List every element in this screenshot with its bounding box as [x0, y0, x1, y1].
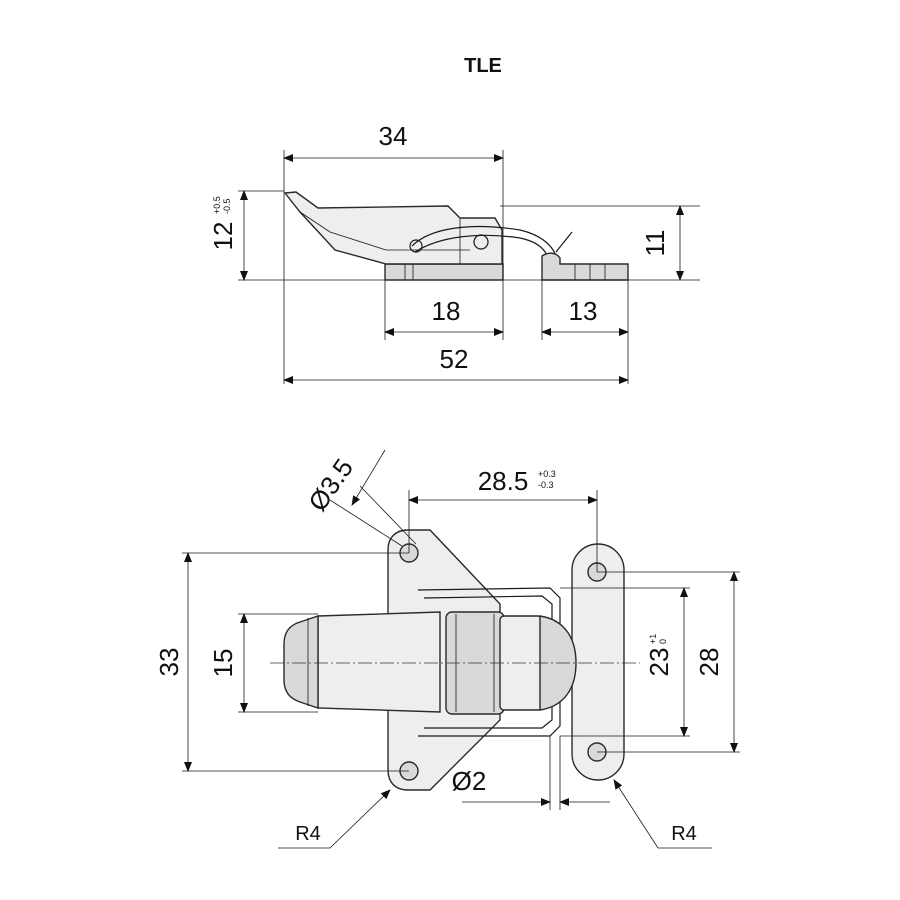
dim-top-wire-diameter: Ø2 [452, 766, 487, 796]
dim-top-plate-height: 28 [694, 648, 724, 677]
dim-top-hole-spacing-tol-upper: +0.3 [538, 469, 556, 479]
dim-top-hole-spacing-tol-lower: -0.3 [538, 480, 554, 490]
side-catch-plate [541, 252, 629, 281]
dim-top-radius-right: R4 [671, 823, 697, 845]
top-base-plate [387, 529, 501, 791]
dim-side-right-height: 11 [640, 230, 670, 257]
dim-side-height: 12 [208, 222, 238, 251]
side-lever-body [283, 191, 503, 265]
side-hook-wire [411, 225, 559, 263]
dim-side-height-tol-lower: -0.5 [222, 198, 232, 214]
dim-side-height-tol-upper: +0.5 [212, 196, 222, 214]
dim-top-hole-diameter: Ø3.5 [302, 453, 359, 516]
side-view: 34 12 +0.5 -0.5 11 18 13 52 [208, 121, 700, 384]
top-lever-tip [283, 615, 319, 709]
dim-top-body-height: 15 [208, 649, 238, 678]
top-lever-body [317, 611, 441, 713]
dim-top-overall-height: 33 [154, 648, 184, 677]
dim-side-base-right: 13 [569, 296, 598, 326]
dim-top-inner-height-tol-lower: 0 [658, 639, 668, 644]
dim-top-radius-left: R4 [295, 823, 321, 845]
dim-top-inner-height: 23 [644, 648, 674, 677]
dim-side-base-left: 18 [432, 296, 461, 326]
dim-side-top-width: 34 [379, 121, 408, 151]
side-base-plate [384, 263, 504, 281]
dim-top-inner-height-tol-upper: +1 [648, 634, 658, 644]
dim-top-hole-spacing: 28.5 [478, 466, 529, 496]
drawing-title: TLE [464, 55, 502, 77]
dim-side-overall: 52 [440, 344, 469, 374]
top-view: 33 15 23 +1 0 28 28.5 +0.3 -0.3 Ø3.5 [154, 449, 740, 849]
